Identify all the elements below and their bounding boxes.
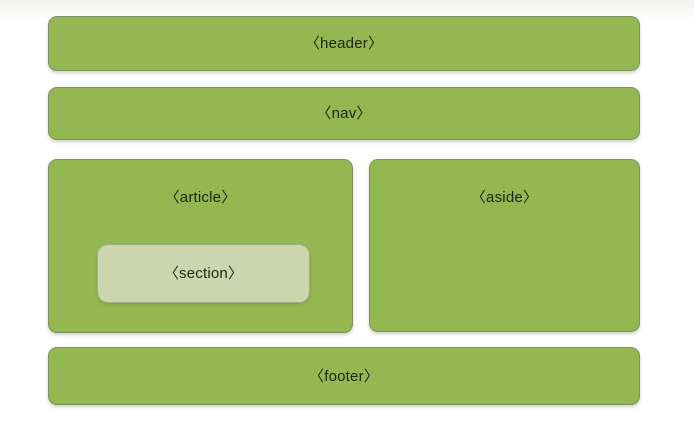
block-article-label: 〈article〉 [164,189,237,206]
block-header[interactable]: 〈header〉 [48,16,640,71]
block-footer-label: 〈footer〉 [309,367,379,385]
block-nav[interactable]: 〈nav〉 [48,87,640,140]
block-footer[interactable]: 〈footer〉 [48,347,640,405]
block-section-label: 〈section〉 [163,265,244,282]
block-aside-label: 〈aside〉 [470,189,539,206]
block-header-label: 〈header〉 [304,35,384,52]
block-nav-label: 〈nav〉 [316,105,372,122]
block-aside[interactable]: 〈aside〉 [369,159,640,332]
block-section[interactable]: 〈section〉 [97,244,310,303]
block-article[interactable]: 〈article〉 〈section〉 [48,159,353,333]
